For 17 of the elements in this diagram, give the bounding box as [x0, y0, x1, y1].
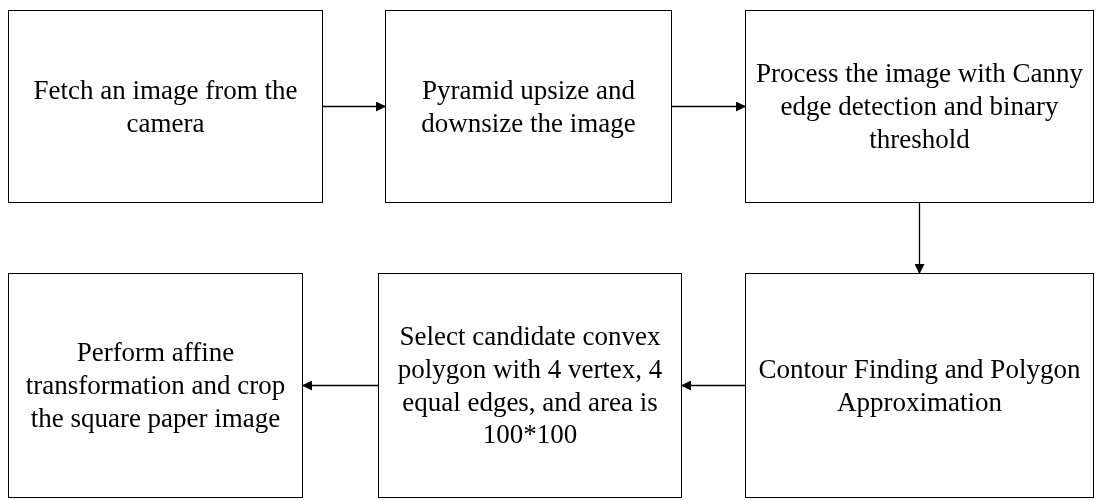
arrow — [914, 202, 925, 274]
step-text: Fetch an image from the camera — [32, 73, 299, 140]
step-text: Contour Finding and Polygon Approximation — [757, 352, 1082, 419]
arrow — [302, 380, 379, 391]
process-box — [378, 273, 682, 498]
process-box — [745, 273, 1094, 498]
step-text: Process the image with Canny edge detection and binary threshold — [756, 57, 1083, 156]
step-text: Select candidate convex polygon with 4 vertex, 4 equal edges, and area is 100*100 — [396, 319, 664, 452]
arrow — [671, 101, 746, 112]
process-box — [8, 10, 323, 203]
process-box — [745, 10, 1094, 203]
arrow — [681, 380, 746, 391]
step-text: Perform affine transformation and crop the square paper image — [24, 336, 287, 435]
process-box — [8, 273, 303, 498]
step-text: Pyramid upsize and downsize the image — [420, 73, 637, 140]
process-box — [385, 10, 672, 203]
arrow — [322, 101, 386, 112]
